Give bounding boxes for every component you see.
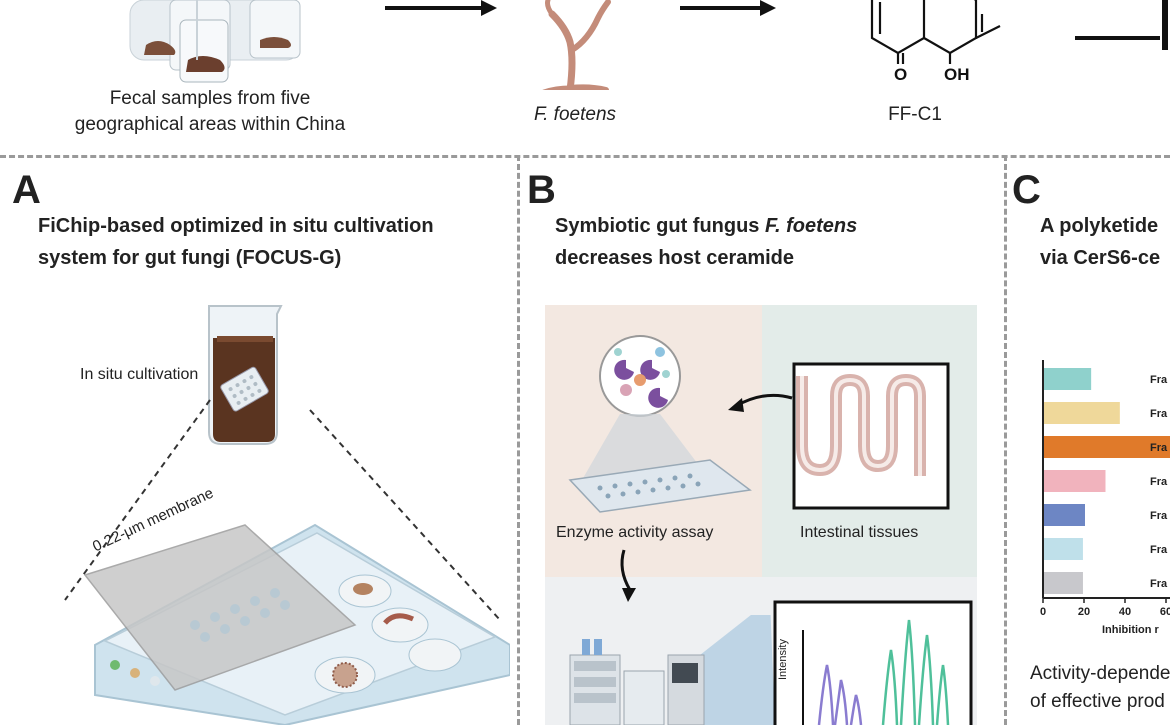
panel-c-title-line2: via CerS6-ce bbox=[1040, 247, 1161, 269]
panel-c-title-line1: A polyketide bbox=[1040, 215, 1159, 237]
chart-bar bbox=[1044, 572, 1083, 594]
panel-b-title-line2: decreases host ceramide bbox=[555, 247, 795, 269]
compound-atom-o: O bbox=[894, 65, 907, 80]
fungus-caption: F. foetens bbox=[533, 104, 617, 125]
chart-x-tick-label: 0 bbox=[1040, 606, 1046, 618]
beaker-illustration bbox=[208, 305, 283, 445]
chart-bar-label: Fra bbox=[1150, 510, 1168, 522]
arrow-right-icon bbox=[680, 0, 776, 16]
panel-b-title-prefix: Symbiotic gut fungus bbox=[555, 215, 765, 237]
chart-bar bbox=[1044, 368, 1092, 390]
fecal-sample-jars-illustration bbox=[129, 0, 301, 83]
chart-x-tick-label: 60 bbox=[1160, 606, 1170, 618]
chart-bar-label: Fra bbox=[1150, 408, 1168, 420]
chart-x-axis-label: Inhibition r bbox=[1102, 624, 1160, 636]
vertical-divider-ab bbox=[517, 155, 520, 725]
fecal-caption-line1: Fecal samples from five bbox=[109, 88, 311, 109]
panel-a-title-line1: FiChip-based optimized in situ cultivati… bbox=[38, 215, 434, 237]
chart-x-tick-label: 20 bbox=[1078, 606, 1090, 618]
in-situ-label: In situ cultivation bbox=[80, 366, 199, 383]
panel-b-title-line1: Symbiotic gut fungus F. foetens bbox=[555, 210, 857, 242]
panel-b-letter: B bbox=[527, 168, 556, 212]
curved-arrow-icon bbox=[728, 393, 793, 412]
chart-bar-label: Fra bbox=[1150, 544, 1168, 556]
curved-down-arrow-icon bbox=[620, 549, 636, 602]
compound-atom-oh: OH bbox=[944, 65, 970, 80]
panel-a-letter: A bbox=[12, 168, 41, 212]
intestinal-tissue-illustration bbox=[792, 362, 950, 510]
panel-c-letter: C bbox=[1012, 168, 1041, 212]
fichip-device-illustration bbox=[83, 523, 510, 725]
intensity-axis-label: Intensity bbox=[777, 639, 789, 680]
chart-bar bbox=[1044, 436, 1170, 458]
chart-bar-label: Fra bbox=[1150, 374, 1168, 386]
chart-bar-label: Fra bbox=[1150, 476, 1168, 488]
chromatogram-illustration bbox=[773, 600, 973, 725]
horizontal-divider bbox=[0, 155, 1170, 158]
ff-c1-chemical-structure: O OH bbox=[870, 0, 1001, 80]
lcms-instrument-illustration bbox=[569, 615, 775, 725]
inhibition-arrow-icon bbox=[1075, 0, 1168, 50]
chart-bar-label: Fra bbox=[1150, 442, 1168, 454]
panel-a-title-line2: system for gut fungi (FOCUS-G) bbox=[38, 247, 342, 269]
chart-bar-label: Fra bbox=[1150, 578, 1168, 590]
enzyme-assay-label: Enzyme activity assay bbox=[556, 524, 714, 541]
chart-x-tick-label: 40 bbox=[1119, 606, 1131, 618]
chart-bar bbox=[1044, 402, 1120, 424]
intestinal-tissues-label: Intestinal tissues bbox=[800, 524, 919, 541]
fungus-illustration bbox=[542, 0, 611, 90]
arrow-right-icon bbox=[385, 0, 497, 16]
enzyme-plate-illustration bbox=[568, 335, 752, 513]
vertical-divider-bc bbox=[1004, 155, 1007, 725]
chart-bar bbox=[1044, 504, 1085, 526]
chart-bar bbox=[1044, 538, 1083, 560]
zoom-guide-lines bbox=[64, 399, 501, 620]
compound-caption: FF-C1 bbox=[888, 104, 942, 125]
panel-c-desc-line2: of effective prod bbox=[1030, 691, 1165, 712]
panel-c-desc-line1: Activity-depende bbox=[1030, 663, 1170, 684]
fecal-caption-line2: geographical areas within China bbox=[74, 114, 346, 135]
panel-b-title-species: F. foetens bbox=[765, 215, 858, 237]
chart-bar bbox=[1044, 470, 1106, 492]
